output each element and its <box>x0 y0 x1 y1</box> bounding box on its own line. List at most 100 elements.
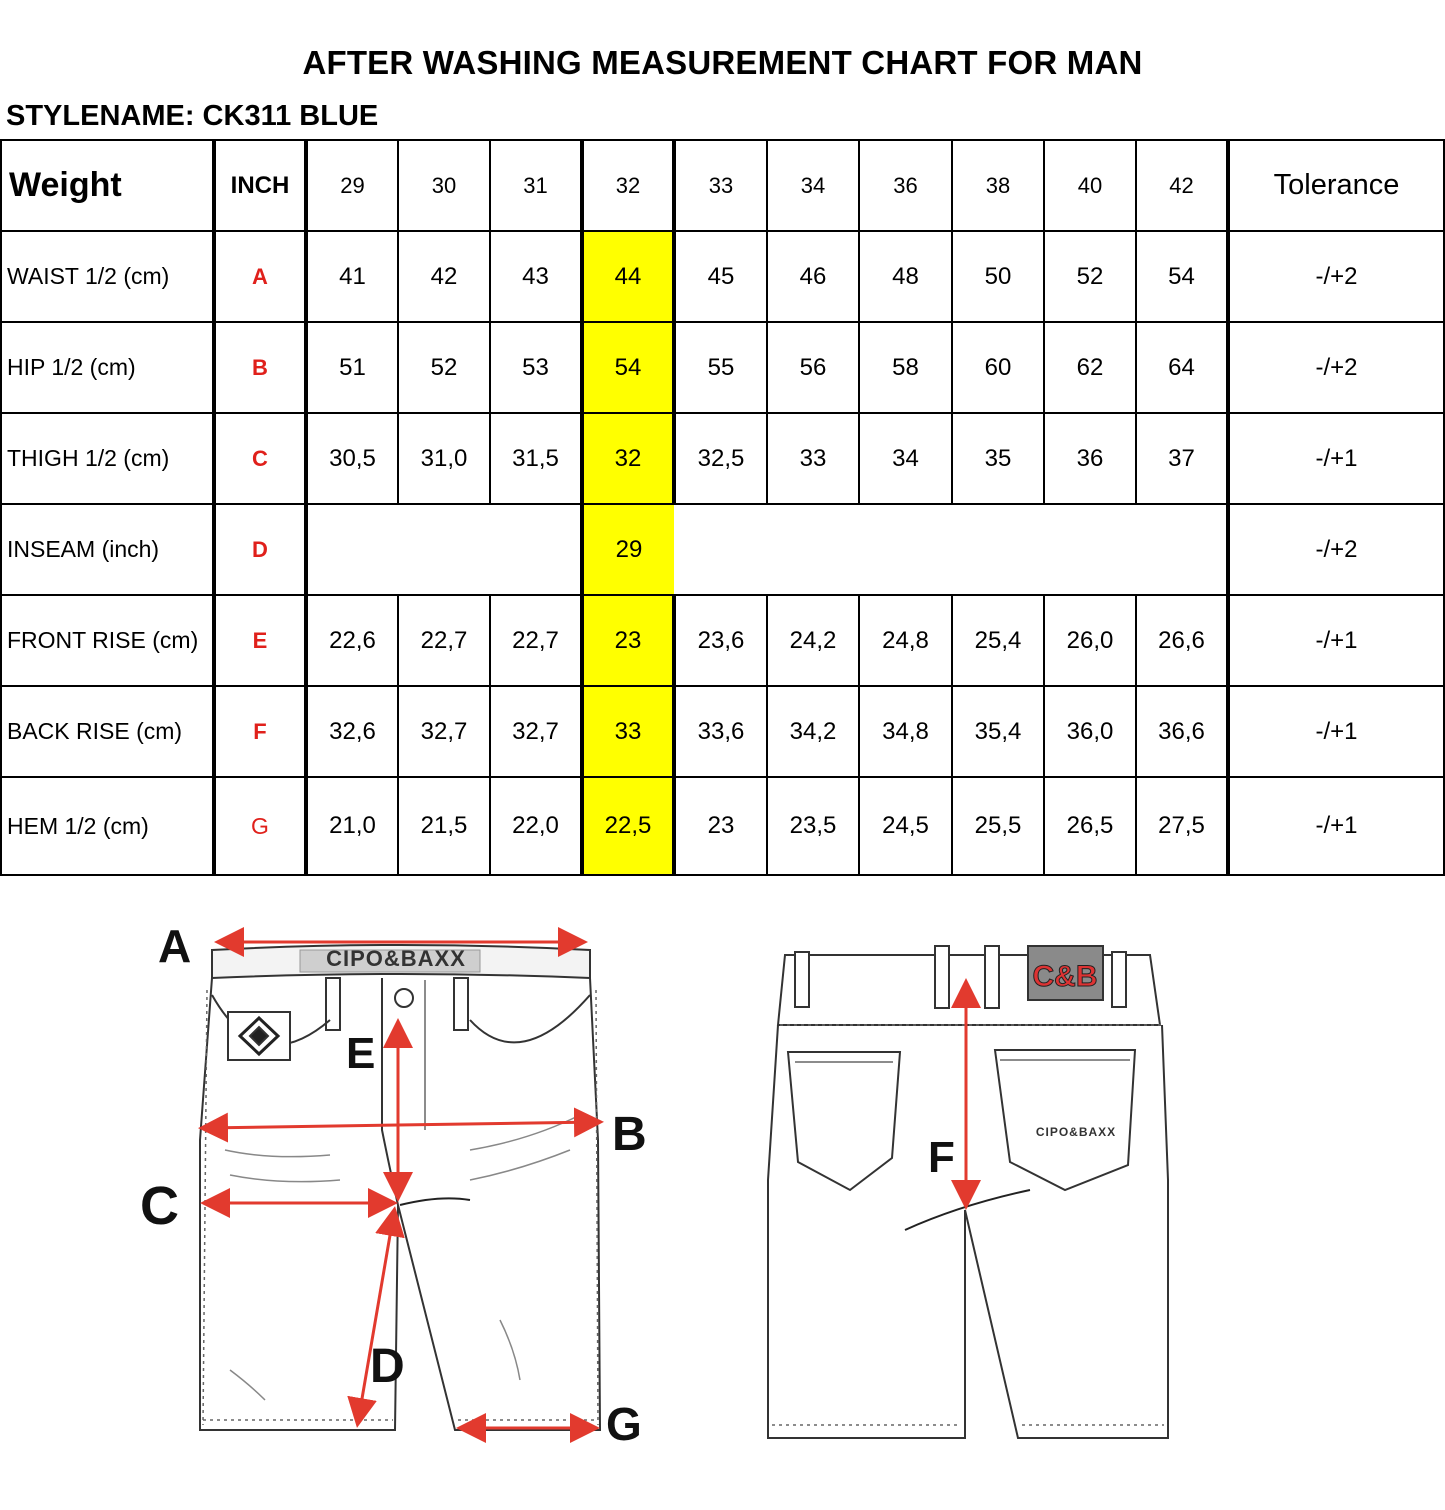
table-row: HEM 1/2 (cm) G 21,0 21,5 22,0 22,5 23 23… <box>0 776 1445 876</box>
cell-tolerance: -/+1 <box>1227 685 1445 778</box>
front-brand-label: CIPO&BAXX <box>326 946 466 971</box>
row-code: A <box>213 230 308 323</box>
cell: 23 <box>673 776 768 876</box>
table-row: FRONT RISE (cm) E 22,6 22,7 22,7 23 23,6… <box>0 594 1445 687</box>
cell: 53 <box>489 321 583 414</box>
cell: 32,5 <box>673 412 768 505</box>
back-patch-label: C&B <box>1033 960 1098 993</box>
cell: 27,5 <box>1135 776 1230 876</box>
cell: 36,0 <box>1043 685 1137 778</box>
cell: 22,7 <box>489 594 583 687</box>
row-label: BACK RISE (cm) <box>0 685 216 778</box>
cell: 35 <box>951 412 1045 505</box>
measurement-table: Weight INCH 29 30 31 32 33 34 36 38 40 4… <box>0 139 1445 876</box>
cell-tolerance: -/+2 <box>1227 230 1445 323</box>
marker-f: F <box>928 1133 955 1182</box>
cell: 25,4 <box>951 594 1045 687</box>
table-row: HIP 1/2 (cm) B 51 52 53 54 55 56 58 60 6… <box>0 321 1445 414</box>
cell: 35,4 <box>951 685 1045 778</box>
cell: 55 <box>673 321 768 414</box>
cell-blank <box>305 503 583 596</box>
header-size: 33 <box>673 139 768 232</box>
cell: 25,5 <box>951 776 1045 876</box>
cell: 64 <box>1135 321 1230 414</box>
header-inch: INCH <box>213 139 308 232</box>
cell: 23,6 <box>673 594 768 687</box>
cell-tolerance: -/+1 <box>1227 776 1445 876</box>
row-label: INSEAM (inch) <box>0 503 216 596</box>
row-code: F <box>213 685 308 778</box>
marker-b: B <box>612 1108 647 1161</box>
back-patch <box>1027 945 1104 1001</box>
row-code: D <box>213 503 308 596</box>
front-marker-letters: A B C D E G <box>140 920 647 1450</box>
arrow-d <box>347 1206 405 1428</box>
cell: 36 <box>1043 412 1137 505</box>
cell: 26,5 <box>1043 776 1137 876</box>
table-row: BACK RISE (cm) F 32,6 32,7 32,7 33 33,6 … <box>0 685 1445 778</box>
cell: 24,5 <box>858 776 953 876</box>
row-label: WAIST 1/2 (cm) <box>0 230 216 323</box>
cell: 34,8 <box>858 685 953 778</box>
marker-d: D <box>370 1340 405 1393</box>
header-size: 38 <box>951 139 1045 232</box>
cell-highlight: 22,5 <box>580 776 676 876</box>
header-size: 29 <box>305 139 399 232</box>
marker-g: G <box>606 1398 642 1450</box>
row-label: FRONT RISE (cm) <box>0 594 216 687</box>
cell-tolerance: -/+2 <box>1227 321 1445 414</box>
cell: 58 <box>858 321 953 414</box>
cell: 34 <box>858 412 953 505</box>
header-tolerance: Tolerance <box>1227 139 1445 232</box>
header-size: 36 <box>858 139 953 232</box>
row-code: C <box>213 412 308 505</box>
cell-highlight: 32 <box>580 412 676 505</box>
table-row: INSEAM (inch) D 29 -/+2 <box>0 503 1445 596</box>
cell: 32,6 <box>305 685 399 778</box>
front-measure-arrows <box>198 927 604 1443</box>
cell: 23,5 <box>766 776 860 876</box>
cell: 30,5 <box>305 412 399 505</box>
cell-blank <box>674 503 1230 596</box>
stylename-label: STYLENAME: CK311 BLUE <box>6 100 379 132</box>
chart-title: AFTER WASHING MEASUREMENT CHART FOR MAN <box>302 44 1143 81</box>
header-weight: Weight <box>0 139 216 232</box>
header-size: 31 <box>489 139 583 232</box>
cell: 26,0 <box>1043 594 1137 687</box>
table-row: WAIST 1/2 (cm) A 41 42 43 44 45 46 48 50… <box>0 230 1445 323</box>
header-size: 30 <box>397 139 491 232</box>
cell: 22,6 <box>305 594 399 687</box>
cell: 32,7 <box>489 685 583 778</box>
cell: 50 <box>951 230 1045 323</box>
marker-c: C <box>140 1176 179 1236</box>
cell: 33,6 <box>673 685 768 778</box>
cell: 51 <box>305 321 399 414</box>
cell-highlight: 33 <box>580 685 676 778</box>
back-pocket-brand: CIPO&BAXX <box>1036 1125 1116 1139</box>
cell-highlight: 44 <box>580 230 676 323</box>
cell-highlight: 29 <box>580 503 674 596</box>
back-view-shorts <box>767 945 1169 1439</box>
arrow-b <box>198 1107 604 1143</box>
row-label: HIP 1/2 (cm) <box>0 321 216 414</box>
row-code: B <box>213 321 308 414</box>
cell: 24,8 <box>858 594 953 687</box>
cell: 21,0 <box>305 776 399 876</box>
table-row: THIGH 1/2 (cm) C 30,5 31,0 31,5 32 32,5 … <box>0 412 1445 505</box>
cell: 26,6 <box>1135 594 1230 687</box>
cell: 22,7 <box>397 594 491 687</box>
cell-tolerance: -/+1 <box>1227 412 1445 505</box>
table-header-row: Weight INCH 29 30 31 32 33 34 36 38 40 4… <box>0 139 1445 232</box>
row-label: THIGH 1/2 (cm) <box>0 412 216 505</box>
cell: 60 <box>951 321 1045 414</box>
cell: 31,0 <box>397 412 491 505</box>
row-code: E <box>213 594 308 687</box>
cell: 52 <box>397 321 491 414</box>
cell: 43 <box>489 230 583 323</box>
cell: 62 <box>1043 321 1137 414</box>
shorts-technical-drawing: CIPO&BAXX A B C D E G <box>140 920 1169 1450</box>
cell: 24,2 <box>766 594 860 687</box>
cell: 34,2 <box>766 685 860 778</box>
header-size: 42 <box>1135 139 1230 232</box>
cell: 32,7 <box>397 685 491 778</box>
